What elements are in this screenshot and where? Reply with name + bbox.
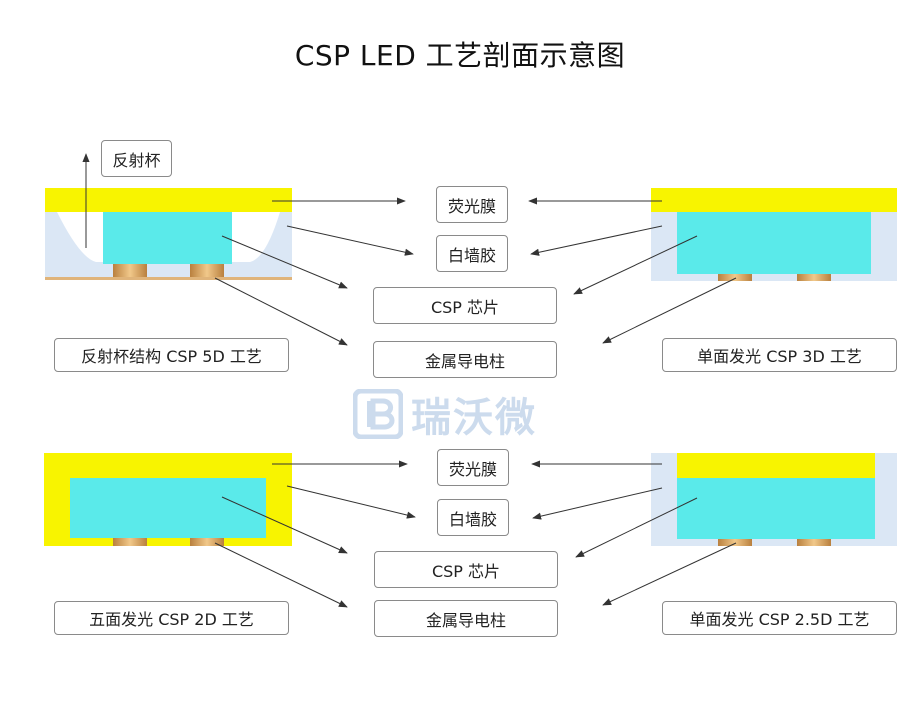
arrow-pillar-5d	[214, 277, 348, 346]
arrow-whitewall-2d	[286, 485, 416, 519]
label-phosphor-film-top: 荧光膜	[436, 186, 508, 223]
arrow-chip-3d	[573, 235, 698, 295]
metal-pillar-3d-right	[797, 274, 831, 281]
page-title: CSP LED 工艺剖面示意图	[294, 39, 626, 72]
reflector-cup-left	[57, 212, 110, 262]
label-metal-pillar-top: 金属导电柱	[373, 341, 557, 378]
csp-chip-5d	[103, 212, 232, 264]
arrow-pillar-2-5d	[602, 542, 737, 606]
arrow-chip-2d	[221, 496, 348, 554]
arrow-chip-2-5d	[575, 497, 698, 558]
arrow-whitewall-3d	[530, 225, 663, 256]
arrow-pillar-3d	[602, 277, 737, 344]
phosphor-film-2-5d	[677, 453, 875, 478]
metal-pillar-2-5d-right	[797, 539, 831, 546]
label-reflector-cup: 反射杯	[101, 140, 172, 177]
label-phosphor-film-bottom: 荧光膜	[437, 449, 509, 486]
caption-5d: 反射杯结构 CSP 5D 工艺	[54, 338, 289, 372]
watermark-text: 瑞沃微	[411, 395, 537, 441]
phosphor-film-5d	[45, 188, 292, 212]
metal-pillar-2d-right	[190, 538, 224, 546]
metal-pillar-5d-left	[113, 264, 147, 278]
csp-2d-structure	[44, 453, 292, 546]
reflector-cup-right	[232, 212, 280, 262]
label-metal-pillar-bottom: 金属导电柱	[374, 600, 558, 637]
brand-logo-icon	[353, 389, 403, 439]
caption-2-5d: 单面发光 CSP 2.5D 工艺	[662, 601, 897, 635]
caption-3d: 单面发光 CSP 3D 工艺	[662, 338, 897, 372]
csp-chip-2d	[70, 478, 266, 538]
arrow-pillar-2d	[214, 542, 348, 608]
watermark: 瑞沃微	[353, 388, 573, 441]
label-white-wall-top: 白墙胶	[436, 235, 508, 272]
label-csp-chip-top: CSP 芯片	[373, 287, 557, 324]
metal-pillar-2d-left	[113, 538, 147, 546]
metal-pillar-5d-right	[190, 264, 224, 278]
arrow-whitewall-2-5d	[532, 487, 663, 520]
caption-2d: 五面发光 CSP 2D 工艺	[54, 601, 289, 635]
arrow-chip-5d	[221, 235, 348, 289]
csp-5d-structure	[45, 188, 292, 280]
metal-pillar-2-5d-left	[718, 539, 752, 546]
csp-2-5d-structure	[651, 453, 897, 546]
metal-pillar-3d-left	[718, 274, 752, 281]
csp-chip-2-5d	[677, 478, 875, 539]
pad-line-5d	[45, 277, 292, 280]
arrow-whitewall-5d	[286, 225, 414, 256]
label-csp-chip-bottom: CSP 芯片	[374, 551, 558, 588]
label-white-wall-bottom: 白墙胶	[437, 499, 509, 536]
csp-3d-structure	[651, 188, 897, 281]
callout-arrows	[82, 153, 737, 608]
csp-chip-3d	[677, 212, 871, 274]
phosphor-film-3d	[651, 188, 897, 212]
